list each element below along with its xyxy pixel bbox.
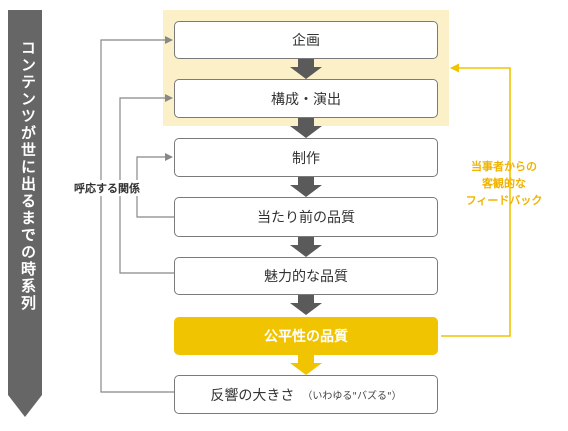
step-structure-direction: 構成・演出 — [174, 79, 438, 118]
step-reaction-size: 反響の大きさ （いわゆる"バズる"） — [174, 375, 438, 414]
step-attractive-quality-label: 魅力的な品質 — [264, 269, 348, 285]
feedback-label: 当事者からの 客観的な フィードバック — [450, 158, 558, 209]
step-planning-label: 企画 — [292, 33, 320, 49]
step-attractive-quality: 魅力的な品質 — [174, 257, 438, 295]
feedback-line-1: 当事者からの — [471, 160, 537, 173]
step-production: 制作 — [174, 138, 438, 177]
step-basic-quality-label: 当たり前の品質 — [257, 210, 355, 226]
step-reaction-size-note: （いわゆる"バズる"） — [302, 391, 402, 402]
step-arrow-6 — [290, 355, 322, 375]
step-arrow-3 — [290, 177, 322, 197]
step-fairness-quality-label: 公平性の品質 — [264, 329, 348, 345]
feedback-line-2: 客観的な — [482, 177, 526, 190]
feedback-loop-arrow — [441, 63, 511, 337]
connector-plan-reaction — [100, 36, 174, 393]
step-planning: 企画 — [174, 21, 438, 59]
step-arrow-4 — [290, 237, 322, 257]
step-fairness-quality: 公平性の品質 — [174, 317, 438, 355]
timeline-arrow — [8, 10, 42, 417]
feedback-line-3: フィードバック — [465, 194, 543, 207]
relation-label: 呼応する関係 — [74, 180, 140, 196]
step-structure-direction-label: 構成・演出 — [271, 91, 341, 108]
step-arrow-2 — [290, 118, 322, 138]
step-arrow-1 — [290, 59, 322, 79]
step-basic-quality: 当たり前の品質 — [174, 197, 438, 237]
connector-production-basic — [136, 153, 174, 218]
step-reaction-size-label: 反響の大きさ — [210, 387, 295, 404]
step-production-label: 制作 — [292, 150, 320, 167]
timeline-label: コンテンツが世に出るまでの時系列 — [19, 40, 37, 312]
step-arrow-5 — [290, 295, 322, 315]
